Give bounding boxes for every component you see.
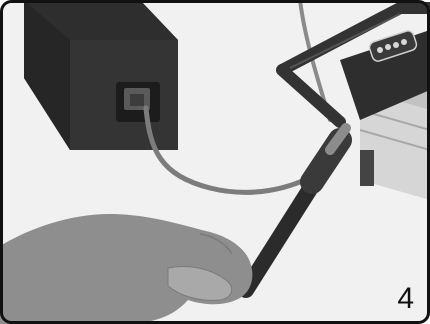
power-socket-icon bbox=[116, 82, 160, 122]
step-number: 4 bbox=[397, 284, 414, 314]
